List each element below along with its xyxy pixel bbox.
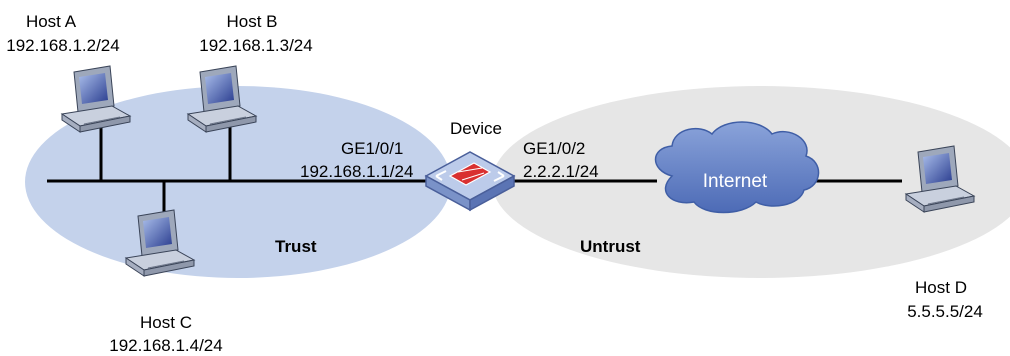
host-b-name: Host B — [226, 12, 278, 31]
internet-label: Internet — [702, 171, 768, 192]
port2-name: GE1/0/2 — [523, 139, 586, 158]
internet-cloud-icon — [654, 121, 820, 214]
trust-zone-label: Trust — [275, 237, 317, 256]
host-c-name: Host C — [140, 313, 192, 332]
port1-ip: 192.168.1.1/24 — [300, 162, 414, 181]
host-b-ip: 192.168.1.3/24 — [199, 36, 313, 55]
port2-ip: 2.2.2.1/24 — [523, 162, 599, 181]
host-a-icon — [61, 65, 131, 133]
host-a-ip: 192.168.1.2/24 — [6, 36, 120, 55]
links — [47, 120, 902, 215]
host-d-name: Host D — [915, 278, 967, 297]
host-d-ip: 5.5.5.5/24 — [907, 302, 983, 321]
host-c-ip: 192.168.1.4/24 — [109, 336, 223, 355]
firewall-device-icon — [424, 151, 516, 212]
port1-name: GE1/0/1 — [341, 139, 404, 158]
untrust-zone-label: Untrust — [580, 237, 641, 256]
device-name: Device — [450, 119, 502, 138]
host-a-name: Host A — [25, 12, 77, 31]
